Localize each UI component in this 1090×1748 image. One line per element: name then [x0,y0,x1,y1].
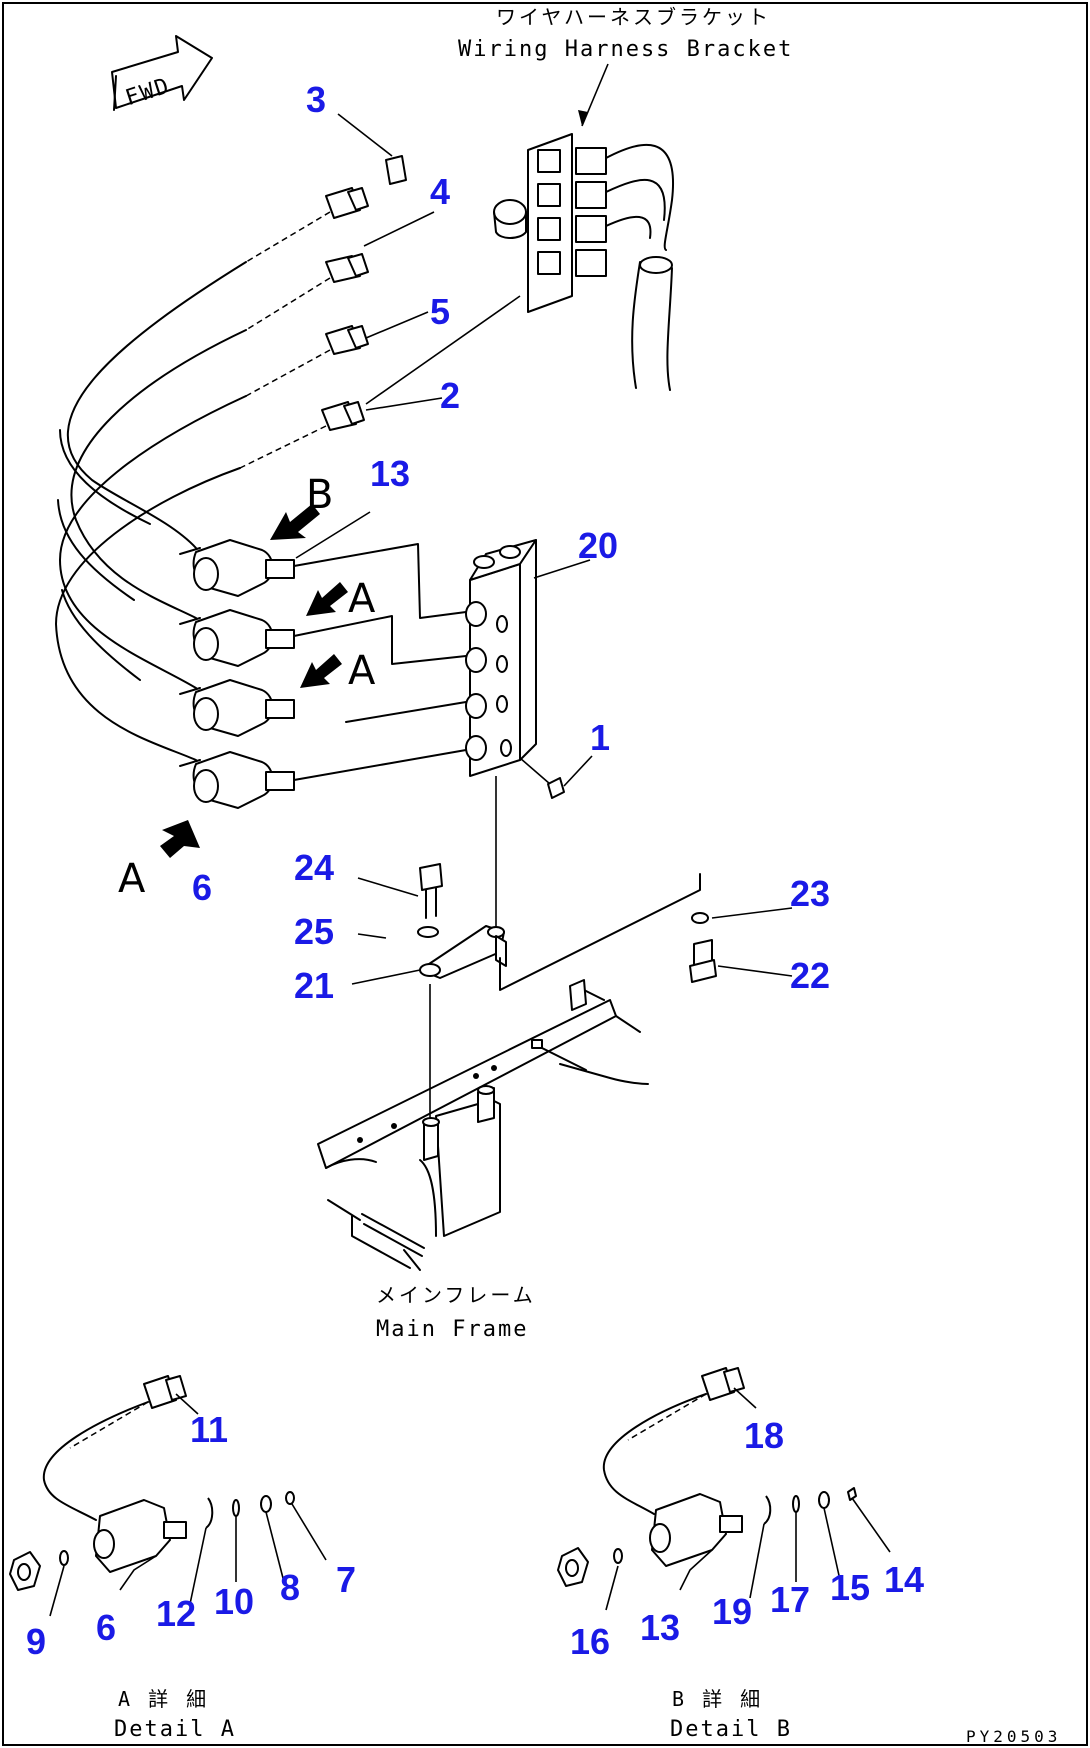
callout-9: 9 [26,1621,46,1662]
callout-25: 25 [294,911,334,952]
manifold-block [465,539,591,777]
callout-2: 2 [440,375,460,416]
fwd-arrow-icon: FWD [111,35,213,111]
callout-17: 17 [770,1579,810,1620]
callout-21: 21 [294,965,334,1006]
main-frame-jp-label: メインフレーム [376,1283,536,1307]
harness-connectors [239,187,521,469]
view-letter-a-2: A [348,648,376,694]
callout-numbers: 3 4 5 2 13 20 1 6 24 25 21 23 22 11 7 8 … [26,79,924,1662]
part-3-cap [385,155,407,185]
callout-6-top: 6 [192,867,212,908]
solenoid-valves [179,511,467,809]
detail-a-en-label: Detail A [114,1717,236,1742]
callout-4: 4 [430,171,450,212]
callout-18: 18 [744,1415,784,1456]
callout-14: 14 [884,1559,924,1600]
callout-6-detail: 6 [96,1607,116,1648]
callout-11: 11 [190,1409,228,1450]
detail-b-jp-label: B 詳 細 [672,1687,763,1711]
callout-12: 12 [156,1593,196,1634]
harness-bracket-jp-label: ワイヤハーネスブラケット [496,5,771,29]
detail-a-jp-label: A 詳 細 [118,1687,209,1711]
detail-b-en-label: Detail B [670,1717,792,1742]
view-letter-b: B [306,472,333,518]
detail-a-drawing [9,1375,327,1617]
callout-15: 15 [830,1567,870,1608]
callout-22: 22 [790,955,830,996]
fwd-label: FWD [122,73,173,111]
callout-13-top: 13 [370,453,410,494]
view-letter-a-left: A [118,856,146,902]
callout-23: 23 [790,873,830,914]
callout-24: 24 [294,847,334,888]
view-arrows: B A A A [118,472,376,902]
harness-wire-loops [55,261,247,761]
callout-20: 20 [578,525,618,566]
callout-13-detail: 13 [640,1607,680,1648]
main-frame-en-label: Main Frame [376,1317,528,1342]
part-1-bolt [547,777,565,799]
harness-bracket-en-label: Wiring Harness Bracket [458,37,793,62]
callout-3: 3 [306,79,326,120]
callout-7: 7 [336,1559,356,1600]
callout-16: 16 [570,1621,610,1662]
harness-bracket [493,133,675,391]
callout-1: 1 [590,717,610,758]
main-frame [317,979,649,1271]
mounting-bracket [351,863,793,991]
view-letter-a-1: A [348,576,376,622]
callout-19: 19 [712,1591,752,1632]
callout-10: 10 [214,1581,254,1622]
drawing-code: PY20503 [966,1727,1061,1746]
callout-8: 8 [280,1567,300,1608]
callout-5: 5 [430,291,450,332]
detail-b-drawing [557,1367,891,1611]
